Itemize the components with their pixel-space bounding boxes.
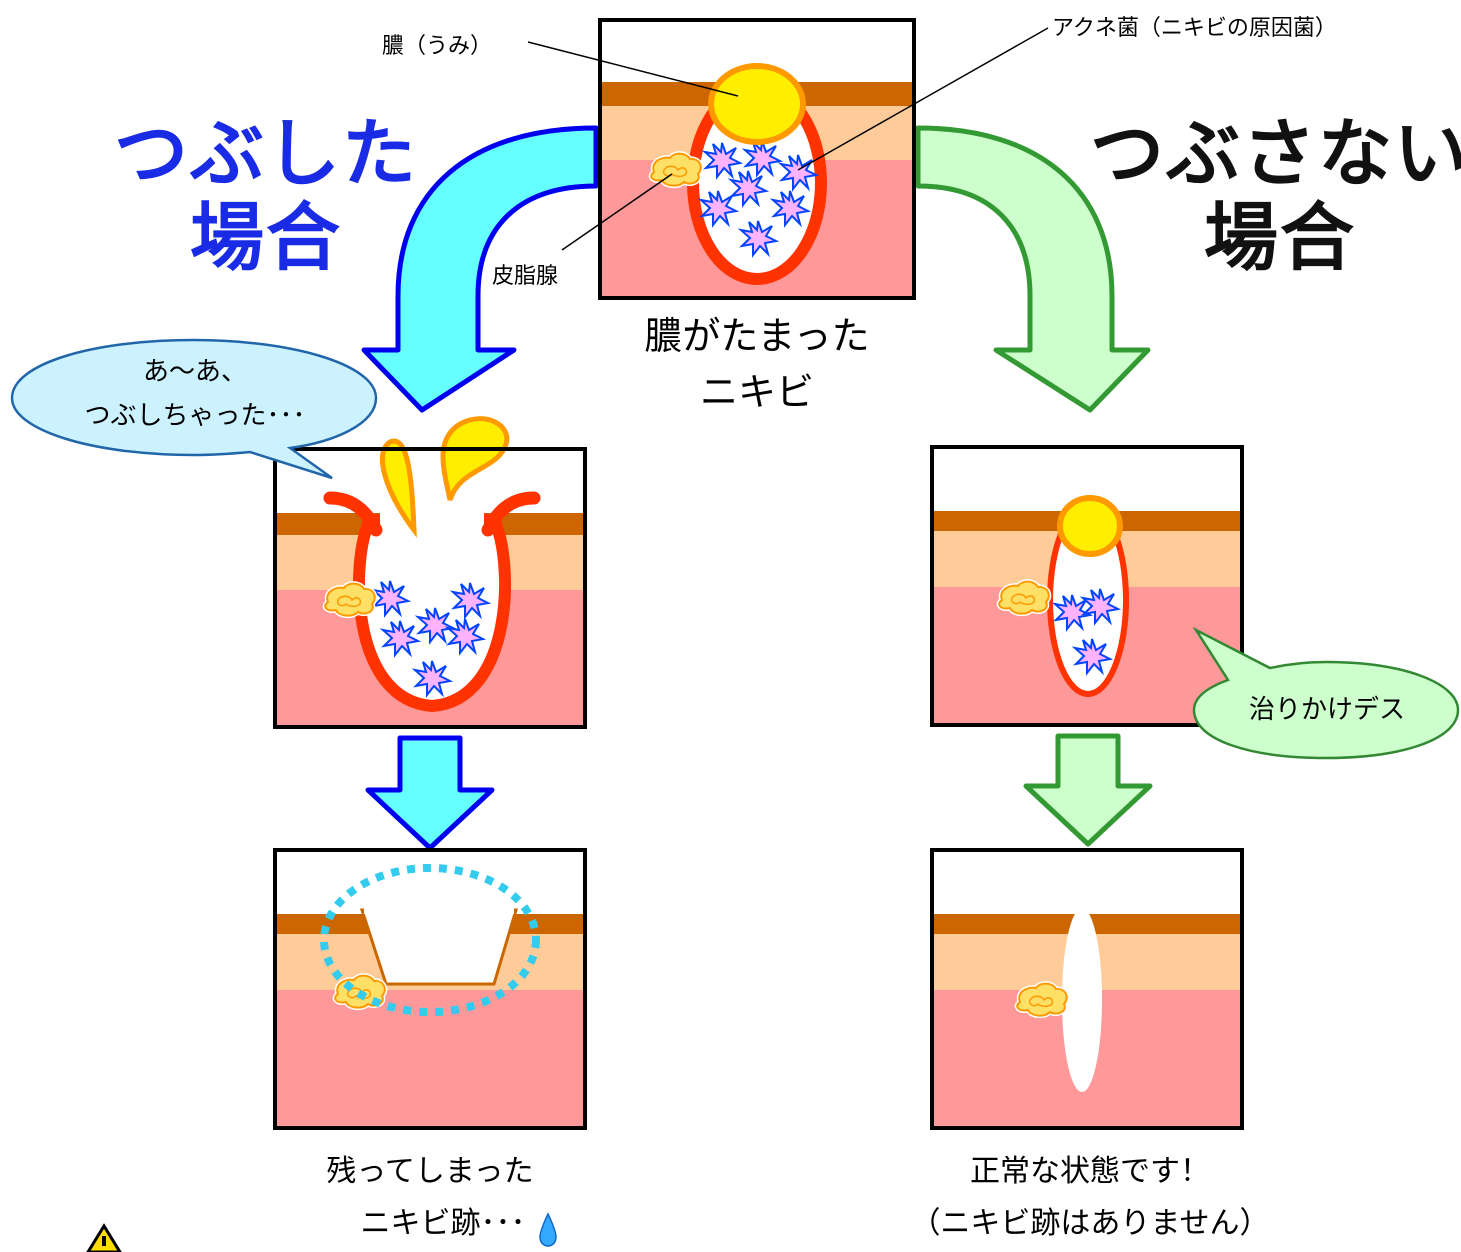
panel-squeezed xyxy=(273,416,587,729)
caption-pus-acne: 膿がたまった ニキビ xyxy=(590,308,924,420)
leader-pus xyxy=(527,41,739,97)
bubble-healing-shape xyxy=(1192,626,1460,760)
bubble-squeezed-line1: あ～あ、 xyxy=(142,357,247,387)
warning-icon xyxy=(86,1223,122,1252)
scar-highlight xyxy=(320,864,540,1016)
caption-scar-line1: 残ってしまった xyxy=(326,1154,534,1189)
heading-not-squeezed: つぶさない 場合 xyxy=(1090,112,1461,280)
panel-normal xyxy=(930,848,1244,1130)
left-curved-arrow xyxy=(361,125,599,413)
right-down-arrow xyxy=(1023,733,1153,847)
teardrop-icon xyxy=(539,1212,557,1247)
leader-acne-bacteria xyxy=(797,27,1049,171)
heading-squeezed-line1: つぶした xyxy=(112,110,418,198)
heading-squeezed: つぶした 場合 xyxy=(106,110,426,282)
label-sebaceous-gland: 皮脂腺 xyxy=(492,264,559,289)
bubble-squeezed-shape xyxy=(10,338,378,480)
right-curved-arrow xyxy=(915,125,1151,413)
caption-scar: 残ってしまった ニキビ跡･･･ xyxy=(270,1146,590,1250)
heading-not-squeezed-line1: つぶさない xyxy=(1090,111,1461,197)
leader-sebaceous xyxy=(561,173,673,251)
panel-pus-acne xyxy=(598,18,916,300)
caption-normal: 正常な状態です！ （ニキビ跡はありません） xyxy=(880,1146,1300,1250)
caption-normal-line2: （ニキビ跡はありません） xyxy=(910,1206,1270,1241)
heading-not-squeezed-line2: 場合 xyxy=(1204,195,1356,281)
panel-scar xyxy=(273,848,587,1130)
panel-healing xyxy=(930,445,1244,727)
label-acne-bacteria: アクネ菌（ニキビの原因菌） xyxy=(1052,16,1337,41)
caption-pus-acne-line2: ニキビ xyxy=(699,370,814,414)
label-pus: 膿（うみ） xyxy=(382,34,493,59)
left-down-arrow xyxy=(365,735,495,851)
sebaceous-gland-shape xyxy=(651,154,701,186)
caption-pus-acne-line1: 膿がたまった xyxy=(644,314,870,358)
caption-normal-line1: 正常な状態です！ xyxy=(970,1154,1210,1189)
bubble-healing-text: 治りかけデス xyxy=(1248,695,1405,725)
caption-scar-line2: ニキビ跡･･･ xyxy=(360,1206,526,1241)
bubble-squeezed-text: あ～あ、 つぶしちゃった･･･ xyxy=(30,350,360,438)
bubble-squeezed-line2: つぶしちゃった･･･ xyxy=(84,401,306,431)
heading-squeezed-line2: 場合 xyxy=(188,194,342,282)
